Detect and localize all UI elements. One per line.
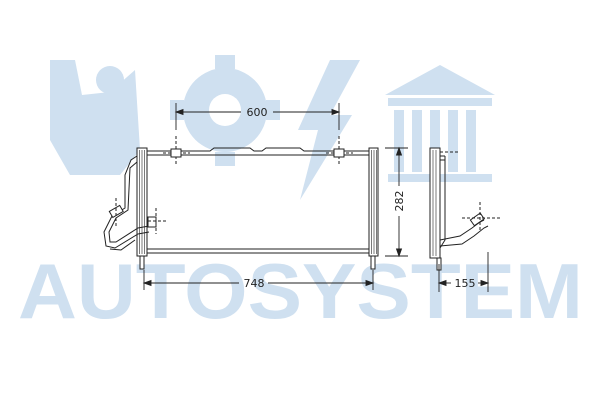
right-foot-pin (370, 255, 376, 270)
side-view-pipes (439, 219, 489, 247)
watermark: AUTOSYSTEM (18, 55, 583, 335)
lightning-bolt-icon (298, 60, 360, 200)
dimension-label-height: 282 (393, 191, 406, 212)
mechanic-figure-icon (50, 60, 140, 175)
condenser-core (147, 147, 369, 254)
side-view-tank (429, 147, 441, 259)
condenser-side-view (429, 147, 500, 271)
watermark-text: AUTOSYSTEM (18, 247, 583, 335)
dimension-lines (142, 103, 490, 292)
dimension-label-overall-width: 748 (244, 277, 265, 290)
condenser-front-view (103, 136, 379, 270)
dimension-label-bracket-spacing: 600 (247, 106, 268, 119)
gear-icon (170, 55, 280, 166)
dimension-label-depth: 155 (455, 277, 476, 290)
inlet-pipes (103, 155, 168, 251)
left-foot-pin (139, 255, 145, 270)
